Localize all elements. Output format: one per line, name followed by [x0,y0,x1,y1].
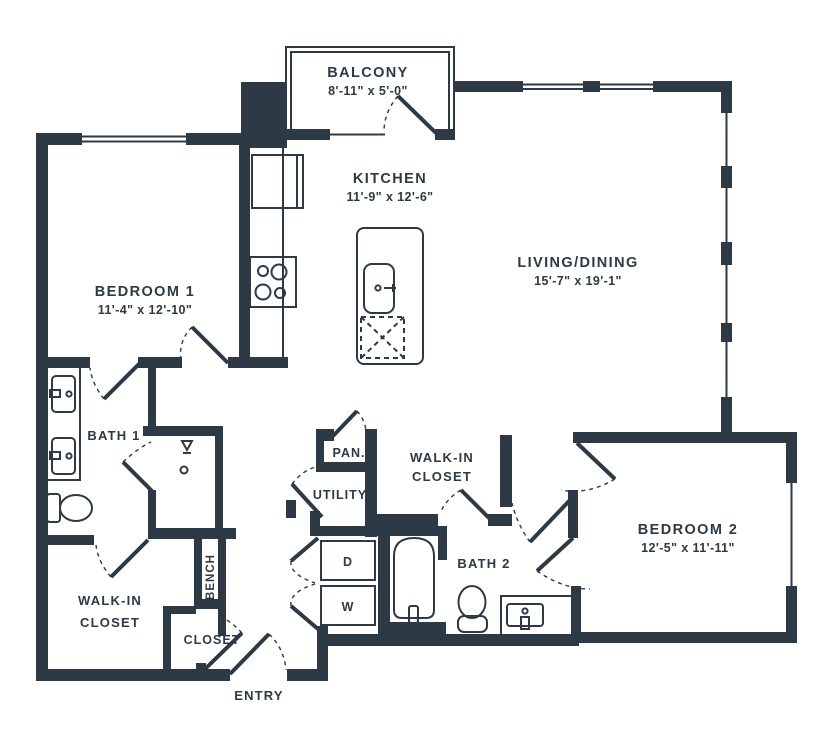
washer-label: W [342,600,355,614]
utility-label: UTILITY [313,488,367,502]
shower-drain-icon [179,465,189,475]
bedroom2-dims: 12'-5" x 11'-11" [641,541,735,555]
kitchen-label: KITCHEN [353,171,427,187]
dishwasher-icon [360,316,405,359]
kitchen-dims: 11'-9" x 12'-6" [346,190,433,204]
bath2-label: BATH 2 [457,556,510,571]
living-label: LIVING/DINING [517,255,638,271]
bedroom1-label: BEDROOM 1 [95,284,195,300]
walkin2-label-line2: CLOSET [412,469,472,484]
bedroom2-label: BEDROOM 2 [638,522,738,538]
refrigerator-icon [251,154,304,209]
toilet-icon [457,585,488,633]
bath1-fixtures [46,366,194,523]
walkin1-label-line2: CLOSET [80,615,140,630]
door-swings [89,94,617,676]
walls [36,81,797,681]
bath2-fixtures [320,536,576,637]
closet-label: CLOSET [184,633,241,647]
bath1-label: BATH 1 [87,428,140,443]
balcony-railing [285,46,455,133]
dryer-label: D [343,555,353,569]
living-dims: 15'-7" x 19'-1" [534,274,622,288]
toilet-icon [46,493,93,523]
kitchen-island [356,227,424,365]
shower-head-icon [180,440,194,454]
vanity-sink-icon [500,595,576,637]
bench-label: BENCH [205,554,217,600]
entry-label: ENTRY [234,688,284,703]
kitchen-fixtures [249,148,424,365]
balcony-dims: 8'-11" x 5'-0" [328,84,408,98]
walkin1-label-line1: WALK-IN [78,593,142,608]
washer-icon [320,585,376,626]
balcony-label: BALCONY [327,65,409,81]
walkin2-label-line1: WALK-IN [410,450,474,465]
bathtub-icon [393,536,435,624]
double-vanity-icon [46,366,81,481]
cooktop-icon [249,256,297,308]
dryer-icon [320,540,376,581]
windows [82,83,793,586]
pantry-label: PAN. [333,446,366,460]
bedroom1-dims: 11'-4" x 12'-10" [98,303,192,317]
island-sink-icon [363,263,396,314]
